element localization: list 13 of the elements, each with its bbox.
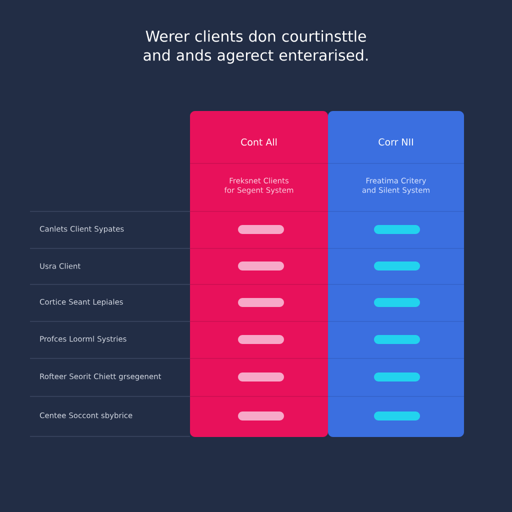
indicator-bar xyxy=(374,298,420,307)
indicator-bar xyxy=(238,298,284,307)
indicator-bar xyxy=(374,262,420,270)
indicator-bar xyxy=(238,225,284,234)
indicator-bar xyxy=(238,262,284,270)
indicator-bar xyxy=(238,412,284,420)
title: Werer clients don courtinsttle and ands agerect enterarised. xyxy=(144,30,368,64)
indicator-bar xyxy=(374,225,420,234)
indicator-bar xyxy=(238,335,284,344)
indicator-bar xyxy=(374,412,420,420)
indicator-bar xyxy=(374,335,420,344)
indicator-bar xyxy=(238,372,284,382)
indicator-bar xyxy=(374,372,420,382)
